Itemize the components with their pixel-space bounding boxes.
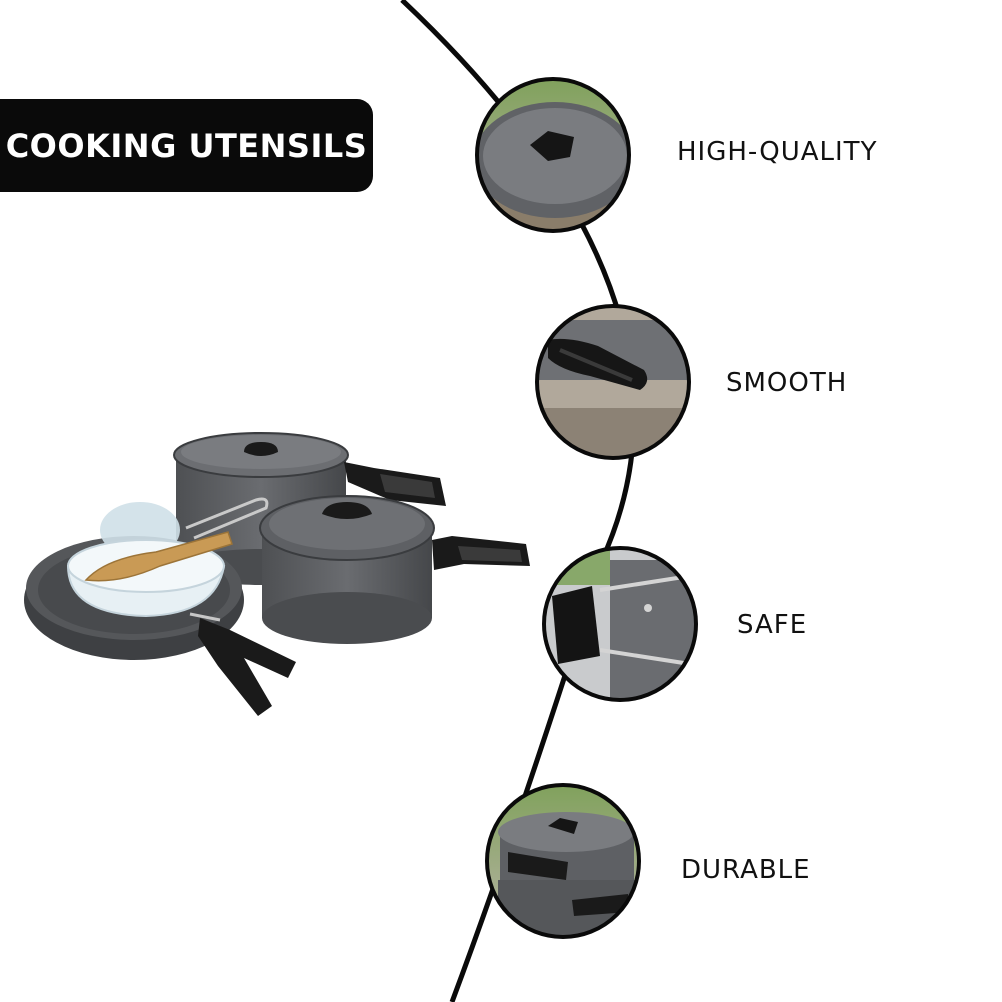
title-banner: COOKING UTENSILS xyxy=(0,99,373,192)
feature-label-durable: DURABLE xyxy=(681,855,811,885)
feature-image-smooth xyxy=(535,304,691,460)
feature-label-high-quality: HIGH-QUALITY xyxy=(677,137,878,167)
feature-label-smooth: SMOOTH xyxy=(726,368,848,398)
banner-title: COOKING UTENSILS xyxy=(5,126,368,165)
wooden-spatula xyxy=(84,531,233,582)
feature-image-durable xyxy=(485,783,641,939)
feature-label-safe: SAFE xyxy=(737,610,808,640)
medium-pot xyxy=(259,495,530,644)
ladle-wire xyxy=(185,497,269,540)
feature-image-high-quality xyxy=(475,77,631,233)
cookware-set-image xyxy=(24,432,530,716)
